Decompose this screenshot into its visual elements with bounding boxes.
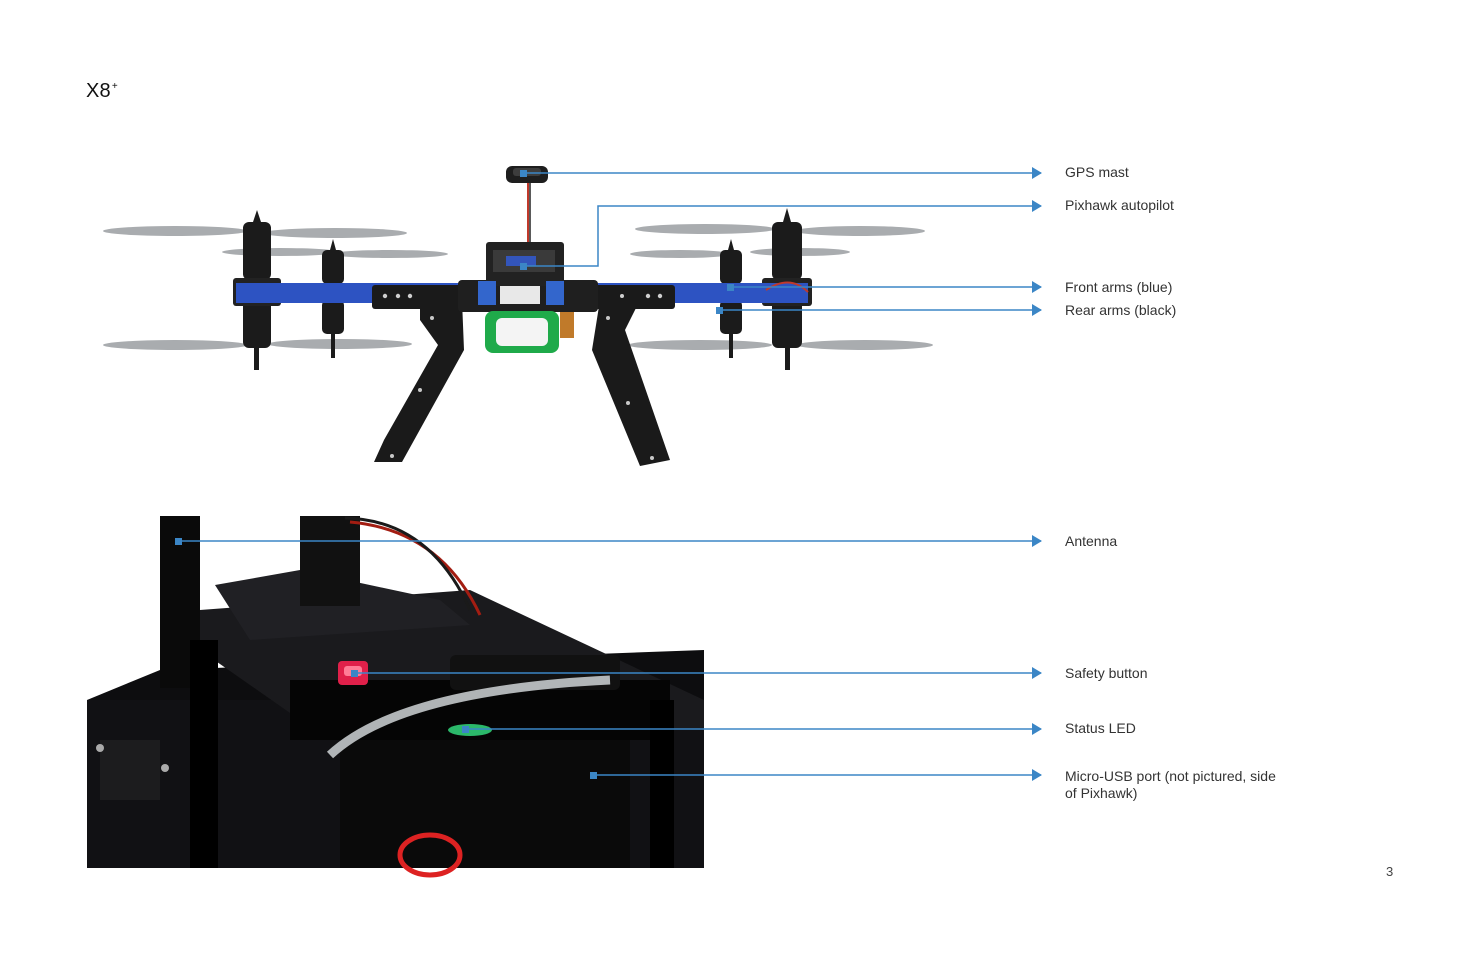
label-rear-arms: Rear arms (black) xyxy=(1065,302,1177,318)
label-gps-mast: GPS mast xyxy=(1065,164,1129,180)
motor-group xyxy=(243,208,802,370)
page-title: X8+ xyxy=(86,80,118,102)
label-antenna: Antenna xyxy=(1065,533,1118,549)
label-status-led: Status LED xyxy=(1065,720,1136,736)
label-pixhawk-autopilot: Pixhawk autopilot xyxy=(1065,197,1174,213)
pixhawk-autopilot-callout-line xyxy=(524,200,1042,267)
pixhawk-closeup-photo xyxy=(87,516,704,878)
callout-anchor-dots xyxy=(175,170,734,779)
callout-lines xyxy=(178,167,1042,781)
label-micro-usb-port: Micro-USB port (not pictured, side of Pi… xyxy=(1065,768,1276,801)
page-number: 3 xyxy=(1386,864,1394,879)
label-front-arms: Front arms (blue) xyxy=(1065,279,1173,295)
drone-photo xyxy=(103,166,933,466)
label-safety-button: Safety button xyxy=(1065,665,1148,681)
